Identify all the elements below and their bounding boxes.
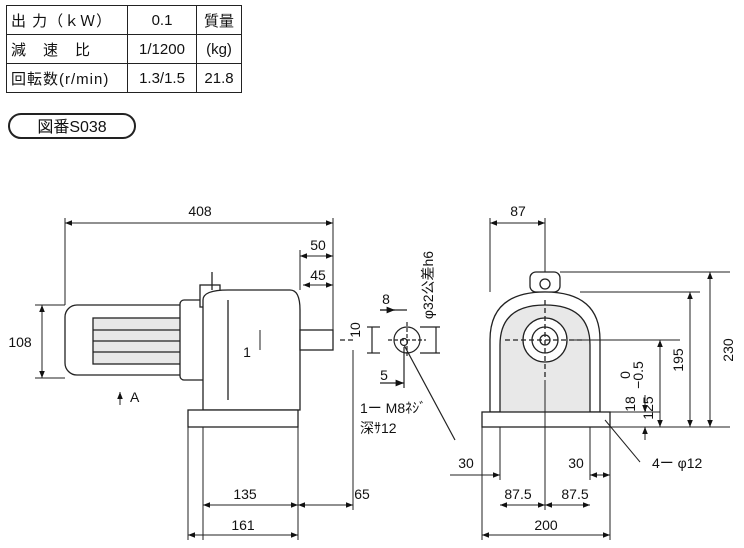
dim-195: 195 <box>670 348 686 372</box>
side-dimension-labels: 408 50 45 108 1 A 135 65 161 <box>8 203 370 533</box>
dim-408: 408 <box>188 203 212 219</box>
dim-50: 50 <box>310 237 326 253</box>
spec-row-ratio: 減 速 比 1/1200 (kg) <box>6 34 242 64</box>
side-dimensions <box>35 218 354 540</box>
drawing-number: 図番S038 <box>8 113 136 139</box>
dim-10: 10 <box>347 322 363 338</box>
base-plate <box>187 409 299 428</box>
dim-30-right: 30 <box>568 455 584 471</box>
dim-161: 161 <box>231 517 255 533</box>
dim-230: 230 <box>720 338 736 362</box>
ratio-label: 減 速 比 <box>6 34 128 64</box>
tap-note-2: 深ｻ12 <box>360 420 397 436</box>
front-base <box>481 411 611 428</box>
shaft-detail-labels: 8 10 5 φ32公差h6 1ー M8ﾈｼﾞ 深ｻ12 <box>347 251 436 436</box>
dim-87-5-left: 87.5 <box>504 486 531 502</box>
dim-125: 125 <box>640 396 656 420</box>
dim-30-left: 30 <box>458 455 474 471</box>
front-dimensions <box>450 218 730 540</box>
dim-200: 200 <box>534 517 558 533</box>
mass-value: 21.8 <box>196 63 242 93</box>
dim-1: 1 <box>243 344 251 360</box>
speed-label: 回転数(r/min) <box>6 63 128 93</box>
spec-row-output: 出 力（ｋＷ） 0.1 質量 <box>6 5 242 35</box>
holes-note: 4ー φ12 <box>652 455 703 471</box>
dim-87: 87 <box>510 203 526 219</box>
output-value: 0.1 <box>127 5 197 35</box>
front-view <box>481 271 611 428</box>
tol-bottom: −0.5 <box>630 361 646 389</box>
shaft-detail <box>367 306 456 441</box>
dim-65: 65 <box>354 486 370 502</box>
mass-unit: (kg) <box>196 34 242 64</box>
dim-108: 108 <box>8 334 32 350</box>
gear-housing <box>202 289 301 411</box>
tap-note-1: 1ー M8ﾈｼﾞ <box>360 400 426 416</box>
dim-18: 18 <box>622 396 638 412</box>
dim-45: 45 <box>310 267 326 283</box>
front-dimension-labels: 87 230 195 0 −0.5 125 18 4ー φ12 30 30 87… <box>458 203 736 533</box>
dim-87-5-right: 87.5 <box>561 486 588 502</box>
speed-value: 1.3/1.5 <box>127 63 197 93</box>
spec-table: 出 力（ｋＷ） 0.1 質量 減 速 比 1/1200 (kg) 回転数(r/m… <box>6 5 242 93</box>
dim-135: 135 <box>233 486 257 502</box>
side-view <box>64 272 356 428</box>
dim-5: 5 <box>380 367 388 383</box>
spec-row-speed: 回転数(r/min) 1.3/1.5 21.8 <box>6 63 242 93</box>
view-arrow-label: A <box>130 389 140 405</box>
dim-8: 8 <box>382 291 390 307</box>
tol-top: 0 <box>617 371 633 379</box>
output-shaft <box>299 329 334 351</box>
output-label: 出 力（ｋＷ） <box>6 5 128 35</box>
shaft-diameter-label: φ32公差h6 <box>420 251 436 319</box>
